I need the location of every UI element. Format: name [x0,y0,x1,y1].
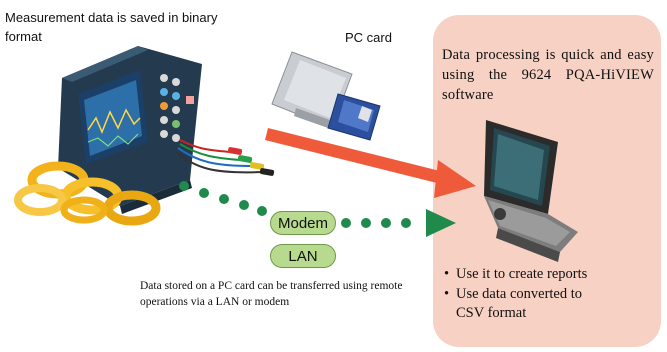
feature-item-continued: CSV format [444,304,659,324]
current-clamp-probes-icon [14,161,161,226]
test-leads-icon [175,139,275,176]
network-dotted-arrow-icon [179,181,456,237]
feature-list: • Use it to create reports • Use data co… [444,265,659,324]
pc-card-icon [271,51,381,141]
pc-card-label: PC card [345,30,392,45]
feature-text: CSV format [456,305,527,321]
feature-item: • Use it to create reports [444,265,659,285]
laptop-computer-icon [484,120,578,262]
feature-text: Use data converted to [456,285,583,302]
panel-heading: Data processing is quick and easy using … [442,47,654,103]
lan-label: LAN [270,244,336,268]
feature-text: Use it to create reports [456,266,588,282]
feature-item: • Use data converted to [444,285,659,305]
transfer-caption: Data stored on a PC card can be transfer… [140,280,403,308]
power-meter-device-icon [58,46,202,214]
measurement-caption: Measurement data is saved in binary form… [5,10,218,44]
modem-label: Modem [270,211,336,235]
bullet-marker: • [444,266,450,282]
bullet-marker: • [444,285,450,302]
transfer-arrow-icon [265,128,476,198]
